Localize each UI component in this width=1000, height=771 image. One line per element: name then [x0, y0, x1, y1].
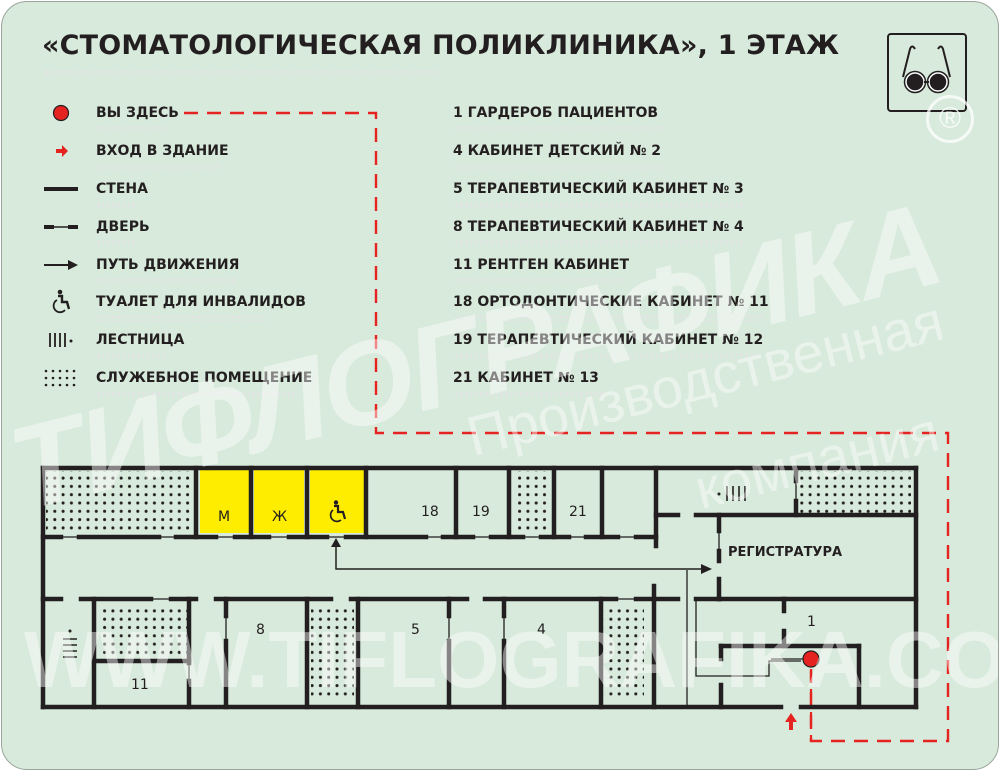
walls [40, 465, 919, 710]
you-are-here-marker [802, 650, 820, 668]
legend-braille [96, 315, 268, 321]
toilet-men-label: М [218, 509, 230, 525]
room-list-item: 18 ОРТОДОНТИЧЕСКИЕ КАБИНЕТ № 11 [453, 294, 769, 310]
registered-mark: ® [926, 95, 974, 143]
legend-braille [96, 391, 294, 397]
entrance-arrow-icon [42, 141, 80, 161]
route-arrow-right-icon [701, 564, 712, 574]
legend-braille [96, 353, 168, 359]
room-5-label: 5 [411, 622, 420, 638]
room-list-item: 11 РЕНТГЕН КАБИНЕТ [453, 257, 630, 273]
legend-label: ПУТЬ ДВИЖЕНИЯ [96, 257, 240, 273]
room-braille [454, 278, 624, 284]
room-list-item: 1 ГАРДЕРОБ ПАЦИЕНТОВ [453, 105, 659, 121]
legend-braille [96, 278, 236, 284]
legend-braille [96, 240, 136, 246]
room-braille [454, 315, 764, 321]
legend-braille [96, 126, 168, 132]
room-braille [454, 353, 759, 359]
room-list-item: 4 КАБИНЕТ ДЕТСКИЙ № 2 [453, 143, 662, 159]
room-list-item: 8 ТЕРАПЕВТИЧЕСКИЙ КАБИНЕТ № 4 [453, 219, 744, 235]
room-list-item: 5 ТЕРАПЕВТИЧЕСКИЙ КАБИНЕТ № 3 [453, 181, 744, 197]
stairs-icon [63, 638, 77, 658]
legend-label: ТУАЛЕТ ДЛЯ ИНВАЛИДОВ [96, 294, 306, 310]
toilet-men [200, 470, 249, 533]
wheelchair-icon [329, 500, 347, 523]
room-braille [454, 126, 664, 132]
legend-label: ДВЕРЬ [96, 219, 150, 235]
service-room-dots-icon [42, 368, 80, 388]
legend-label: СТЕНА [96, 181, 148, 197]
door-line-icon [42, 217, 80, 237]
route-arrow-up-icon [331, 538, 341, 547]
room-11-label: 11 [131, 677, 149, 693]
legend-braille [96, 202, 136, 208]
doors [61, 481, 801, 707]
room-braille [454, 164, 664, 170]
stairs-icon [42, 330, 80, 350]
room-8-label: 8 [256, 622, 265, 638]
legend-braille [96, 164, 221, 170]
room-4-label: 4 [537, 622, 546, 638]
stairs-dot [68, 629, 72, 633]
stairs-dot [717, 492, 721, 496]
room-braille [454, 391, 604, 397]
room-21-label: 21 [569, 504, 587, 520]
you-are-here-dot-icon [42, 103, 80, 123]
room-braille [454, 240, 744, 246]
service-room [98, 605, 187, 662]
page-title: «СТОМАТОЛОГИЧЕСКАЯ ПОЛИКЛИНИКА», 1 ЭТАЖ [42, 30, 840, 61]
route-arrow-icon [42, 255, 80, 275]
service-room [604, 605, 644, 700]
legend-label: ВЫ ЗДЕСЬ [96, 105, 179, 121]
room-list-item: 21 КАБИНЕТ № 13 [453, 370, 599, 386]
wheelchair-icon [42, 289, 80, 314]
toilet-women-label: Ж [272, 509, 287, 525]
legend-label: ВХОД В ЗДАНИЕ [96, 143, 229, 159]
room-18-label: 18 [421, 504, 439, 520]
title-braille [44, 70, 439, 76]
room-1-label: 1 [807, 614, 816, 630]
service-room [798, 471, 911, 514]
legend-label: СЛУЖЕБНОЕ ПОМЕЩЕНИЕ [96, 370, 313, 386]
legend-label: ЛЕСТНИЦА [96, 332, 185, 348]
service-room [46, 471, 194, 533]
service-room [311, 605, 354, 700]
registry-label: РЕГИСТРАТУРА [728, 545, 842, 560]
entrance-arrow-icon [785, 713, 797, 730]
room-list-item: 19 ТЕРАПЕВТИЧЕСКИЙ КАБИНЕТ № 12 [453, 332, 764, 348]
service-room [514, 471, 547, 533]
movement-route [335, 545, 704, 570]
toilet-women [254, 470, 304, 533]
room-19-label: 19 [472, 504, 490, 520]
room-braille [454, 202, 744, 208]
stairs-icon [726, 486, 746, 501]
wall-line-icon [42, 179, 80, 199]
